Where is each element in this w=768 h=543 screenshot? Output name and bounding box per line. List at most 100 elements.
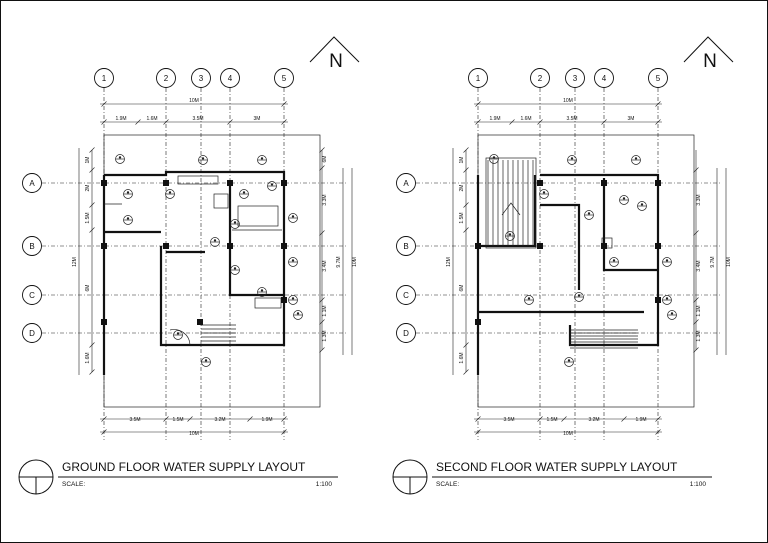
structural-column xyxy=(655,243,661,249)
grid-bubble-C: C xyxy=(396,285,416,305)
grid-bubble-label: A xyxy=(29,179,35,188)
dimension-right: 6M xyxy=(322,156,328,163)
dimension-right-total-a: 9.7M xyxy=(710,256,716,267)
water-outlet-symbol xyxy=(662,257,672,267)
dimension-left: 1.6M xyxy=(85,352,91,363)
water-outlet-symbol xyxy=(564,357,574,367)
structural-column xyxy=(281,180,287,186)
dimension-left-total: 12M xyxy=(72,257,78,267)
grid-bubble-label: D xyxy=(29,329,35,338)
dimension-tick xyxy=(89,147,95,153)
dimension-tick xyxy=(281,416,287,422)
dimension-right: 3.3M xyxy=(322,194,328,205)
grid-bubble-label: 1 xyxy=(476,74,481,83)
grid-bubble-label: 2 xyxy=(538,74,543,83)
structural-column xyxy=(475,243,481,249)
dimension-bottom: 3.2M xyxy=(214,417,225,423)
water-outlet-symbol xyxy=(267,181,277,191)
dimension-left: 1M xyxy=(85,157,91,164)
dimension-tick xyxy=(655,429,661,435)
dimension-tick xyxy=(281,119,287,125)
dimension-bottom: 3.2M xyxy=(588,417,599,423)
scale-value: 1:100 xyxy=(316,481,333,488)
dimension-top-total: 10M xyxy=(189,98,199,104)
grid-bubble-label: 2 xyxy=(164,74,169,83)
structural-column xyxy=(281,243,287,249)
water-outlet-symbol xyxy=(293,310,303,320)
grid-bubble-D: D xyxy=(22,323,42,343)
water-outlet-symbol xyxy=(524,295,534,305)
water-outlet-symbol xyxy=(539,189,549,199)
structural-column xyxy=(101,319,107,325)
dimension-top: 3.5M xyxy=(566,116,577,122)
dimension-left: 2M xyxy=(459,185,465,192)
dimension-tick xyxy=(463,147,469,153)
dimension-tick xyxy=(537,416,543,422)
grid-bubble-label: A xyxy=(403,179,409,188)
structural-column xyxy=(101,180,107,186)
water-outlet-symbol xyxy=(165,189,175,199)
water-outlet-symbol xyxy=(210,237,220,247)
plan-title: GROUND FLOOR WATER SUPPLY LAYOUT xyxy=(62,460,306,474)
water-outlet-symbol xyxy=(584,210,594,220)
dimension-top: 1.6M xyxy=(146,116,157,122)
dimension-right: 1.1M xyxy=(696,305,702,316)
water-outlet-symbol xyxy=(288,257,298,267)
dimension-right-total-b: 10M xyxy=(726,257,732,267)
grid-bubble-C: C xyxy=(22,285,42,305)
dimension-tick xyxy=(655,119,661,125)
water-outlet-symbol xyxy=(123,215,133,225)
water-outlet-symbol xyxy=(637,201,647,211)
dimension-bottom-total: 10M xyxy=(563,431,573,437)
grid-bubble-2: 2 xyxy=(530,68,550,88)
dimension-bottom: 3.5M xyxy=(129,417,140,423)
sink xyxy=(213,193,229,209)
dimension-tick xyxy=(247,416,253,422)
grid-bubble-2: 2 xyxy=(156,68,176,88)
grid-bubble-1: 1 xyxy=(94,68,114,88)
title-block: SECOND FLOOR WATER SUPPLY LAYOUTSCALE:1:… xyxy=(392,459,712,495)
water-outlet-symbol xyxy=(230,219,240,229)
water-outlet-symbol xyxy=(230,265,240,275)
north-arrow-icon: N xyxy=(309,36,360,72)
structural-column xyxy=(601,243,607,249)
structural-column xyxy=(197,319,203,325)
dimension-tick xyxy=(655,101,661,107)
grid-bubble-label: D xyxy=(403,329,409,338)
dimension-tick xyxy=(227,119,233,125)
building-walls xyxy=(102,170,286,375)
water-outlet-symbol xyxy=(239,189,249,199)
water-outlet-symbol xyxy=(505,231,515,241)
dimension-tick xyxy=(601,119,607,125)
grid-bubble-4: 4 xyxy=(220,68,240,88)
north-label: N xyxy=(329,51,343,72)
dimension-tick xyxy=(163,119,169,125)
water-outlet-symbol xyxy=(288,213,298,223)
grid-bubble-A: A xyxy=(22,173,42,193)
dimension-top: 3M xyxy=(254,116,261,122)
dimension-left: 1.5M xyxy=(459,212,465,223)
dimension-left: 6M xyxy=(459,285,465,292)
grid-bubble-label: 4 xyxy=(602,74,607,83)
water-outlet-symbol xyxy=(198,155,208,165)
dimension-bottom: 1.5M xyxy=(546,417,557,423)
water-outlet-symbol xyxy=(662,295,672,305)
dimension-tick xyxy=(101,119,107,125)
grid-bubble-D: D xyxy=(396,323,416,343)
dimension-tick xyxy=(101,429,107,435)
grid-bubble-3: 3 xyxy=(191,68,211,88)
dimension-tick xyxy=(187,416,193,422)
scale-label: SCALE: xyxy=(436,481,459,488)
dimension-left: 1M xyxy=(459,157,465,164)
grid-bubble-A: A xyxy=(396,173,416,193)
bath-fixture xyxy=(237,205,279,227)
water-outlet-symbol xyxy=(567,155,577,165)
dimension-tick xyxy=(101,101,107,107)
north-label: N xyxy=(703,51,717,72)
grid-bubble-1: 1 xyxy=(468,68,488,88)
scale-value: 1:100 xyxy=(690,481,707,488)
dimension-right: 3.3M xyxy=(696,194,702,205)
water-outlet-symbol xyxy=(257,155,267,165)
dimension-tick xyxy=(135,119,141,125)
water-outlet-symbol xyxy=(123,189,133,199)
